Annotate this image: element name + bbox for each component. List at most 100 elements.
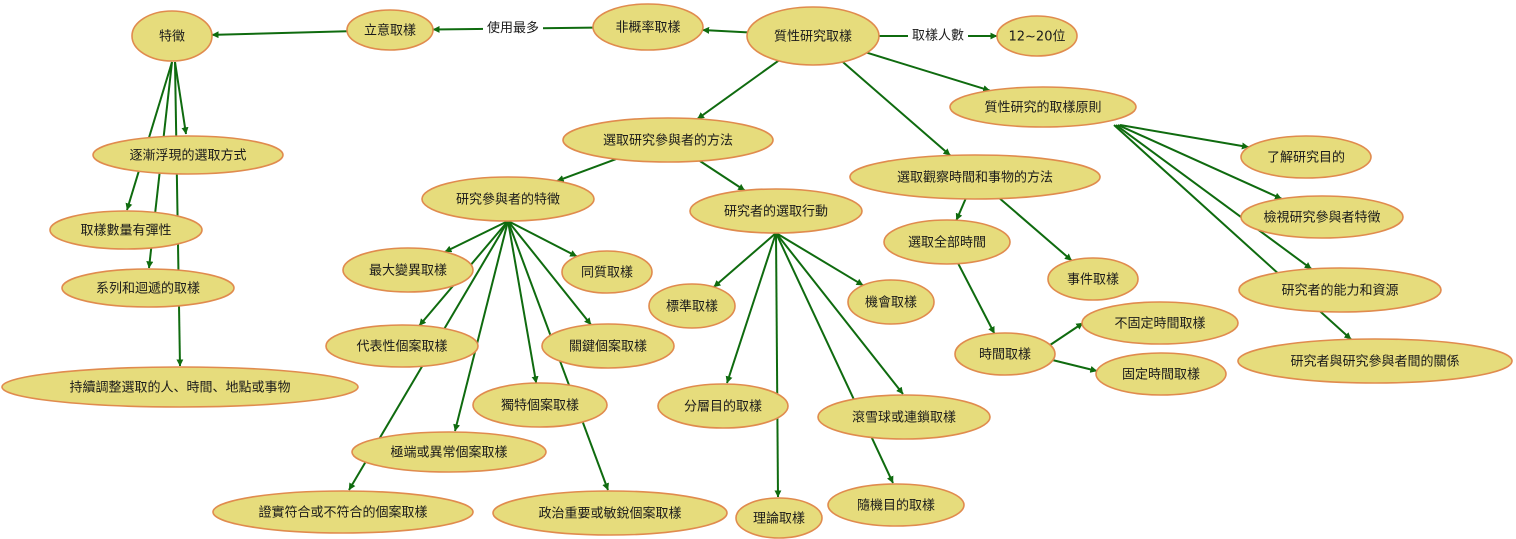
node-shape: [1081, 301, 1239, 345]
node-review[interactable]: 檢視研究參與者特徵: [1240, 195, 1404, 239]
node-label: 標準取樣: [666, 299, 718, 315]
node-size[interactable]: 12~20位: [996, 15, 1078, 57]
node-timemethod[interactable]: 選取觀察時間和事物的方法: [849, 154, 1101, 200]
node-flex[interactable]: 取樣數量有彈性: [49, 210, 203, 250]
edge-label-qual-to-size: 取樣人數: [908, 27, 968, 45]
node-shape: [212, 490, 474, 534]
edge-action-to-theory: [774, 232, 782, 498]
edge-action-to-snowball: [775, 232, 904, 395]
node-shape: [954, 332, 1056, 376]
edge-action-to-random: [775, 232, 894, 484]
edge-action-to-opportun: [775, 232, 864, 287]
node-fixed[interactable]: 固定時間取樣: [1095, 352, 1227, 396]
node-serial[interactable]: 系列和迴遞的取樣: [61, 268, 235, 308]
node-shape: [1240, 135, 1372, 179]
node-critical[interactable]: 關鍵個案取樣: [541, 323, 675, 369]
node-criterion[interactable]: 標準取樣: [648, 283, 736, 329]
edge-principle-to-ability: [1115, 124, 1312, 270]
node-label: 選取觀察時間和事物的方法: [897, 170, 1053, 186]
node-label: 研究者與研究參與者間的關係: [1290, 354, 1459, 370]
node-feature[interactable]: 特徵: [131, 10, 213, 62]
node-nonprob[interactable]: 非概率取樣: [592, 3, 704, 51]
edge-feature-to-emerge: [174, 61, 189, 135]
node-strat[interactable]: 分層目的取樣: [657, 383, 789, 429]
edge-timesamp-to-fixed: [1052, 359, 1098, 373]
edge-label-background: [908, 27, 968, 45]
node-snowball[interactable]: 滾雪球或連鎖取樣: [817, 394, 991, 440]
node-purposeknow[interactable]: 了解研究目的: [1240, 135, 1372, 179]
node-label: 逐漸浮現的選取方式: [129, 148, 246, 164]
node-label: 獨特個案取樣: [501, 399, 579, 414]
node-shape: [49, 210, 203, 250]
node-shape: [949, 86, 1137, 128]
node-label: 選取研究參與者的方法: [603, 133, 733, 149]
node-opportun[interactable]: 機會取樣: [847, 279, 935, 325]
edge-method-to-action: [699, 160, 746, 192]
node-shape: [492, 490, 728, 536]
edge-qual-to-method: [696, 59, 780, 120]
node-principle[interactable]: 質性研究的取樣原則: [949, 86, 1137, 128]
node-label: 時間取樣: [979, 348, 1031, 363]
node-label: 代表性個案取樣: [356, 340, 447, 355]
node-label: 立意取樣: [364, 23, 416, 39]
node-qual[interactable]: 質性研究取樣: [746, 6, 880, 66]
node-confirm[interactable]: 證實符合或不符合的個案取樣: [212, 490, 474, 534]
node-unfixed[interactable]: 不固定時間取樣: [1081, 301, 1239, 345]
edge-pfeature-to-homo: [507, 220, 578, 258]
node-shape: [421, 176, 595, 222]
edge-alltime-to-timesamp: [957, 263, 996, 334]
edge-feature-to-adjust: [174, 61, 184, 367]
node-unique[interactable]: 獨特個案取樣: [472, 382, 608, 428]
node-political[interactable]: 政治重要或敏銳個案取樣: [492, 490, 728, 536]
node-label: 12~20位: [1009, 30, 1066, 45]
node-shape: [996, 15, 1078, 57]
edge-label-text: 取樣人數: [912, 29, 964, 44]
node-event[interactable]: 事件取樣: [1047, 257, 1139, 301]
node-shape: [847, 279, 935, 325]
node-label: 研究者的選取行動: [724, 204, 828, 220]
node-shape: [1, 366, 359, 408]
node-label: 隨機目的取樣: [857, 498, 935, 514]
edge-pfeature-to-maxvar: [444, 220, 509, 253]
node-ability[interactable]: 研究者的能力和資源: [1238, 267, 1442, 313]
node-label: 關鍵個案取樣: [569, 339, 647, 355]
node-pfeature[interactable]: 研究參與者的特徵: [421, 176, 595, 222]
node-shape: [592, 3, 704, 51]
node-shape: [562, 117, 774, 163]
node-emerge[interactable]: 逐漸浮現的選取方式: [92, 135, 284, 175]
node-shape: [746, 6, 880, 66]
node-label: 研究者的能力和資源: [1281, 283, 1398, 299]
node-extreme[interactable]: 極端或異常個案取樣: [351, 431, 547, 473]
node-action[interactable]: 研究者的選取行動: [689, 188, 863, 234]
node-label: 質性研究的取樣原則: [984, 100, 1101, 116]
node-method[interactable]: 選取研究參與者的方法: [562, 117, 774, 163]
node-shape: [92, 135, 284, 175]
node-typical[interactable]: 代表性個案取樣: [325, 324, 479, 368]
node-label: 理論取樣: [753, 511, 805, 527]
node-shape: [735, 497, 823, 539]
node-timesamp[interactable]: 時間取樣: [954, 332, 1056, 376]
node-label: 證實符合或不符合的個案取樣: [258, 505, 427, 521]
edge-label-background: [483, 19, 543, 38]
node-relation[interactable]: 研究者與研究參與者間的關係: [1237, 338, 1513, 384]
edge-feature-to-flex: [125, 61, 173, 211]
node-shape: [61, 268, 235, 308]
node-label: 了解研究目的: [1267, 150, 1345, 166]
node-shape: [351, 431, 547, 473]
node-shape: [657, 383, 789, 429]
node-random[interactable]: 隨機目的取樣: [827, 483, 965, 527]
node-alltime[interactable]: 選取全部時間: [883, 219, 1011, 265]
edge-purpose-to-feature: [211, 30, 348, 39]
node-label: 固定時間取樣: [1122, 368, 1200, 383]
node-shape: [1095, 352, 1227, 396]
node-purpose[interactable]: 立意取樣: [346, 9, 434, 51]
node-adjust[interactable]: 持續調整選取的人、時間、地點或事物: [1, 366, 359, 408]
edge-timesamp-to-unfixed: [1049, 322, 1084, 346]
node-maxvar[interactable]: 最大變異取樣: [342, 247, 474, 293]
edge-qual-to-nonprob: [702, 26, 748, 34]
node-homo[interactable]: 同質取樣: [561, 250, 653, 294]
node-theory[interactable]: 理論取樣: [735, 497, 823, 539]
node-label: 分層目的取樣: [684, 399, 762, 415]
